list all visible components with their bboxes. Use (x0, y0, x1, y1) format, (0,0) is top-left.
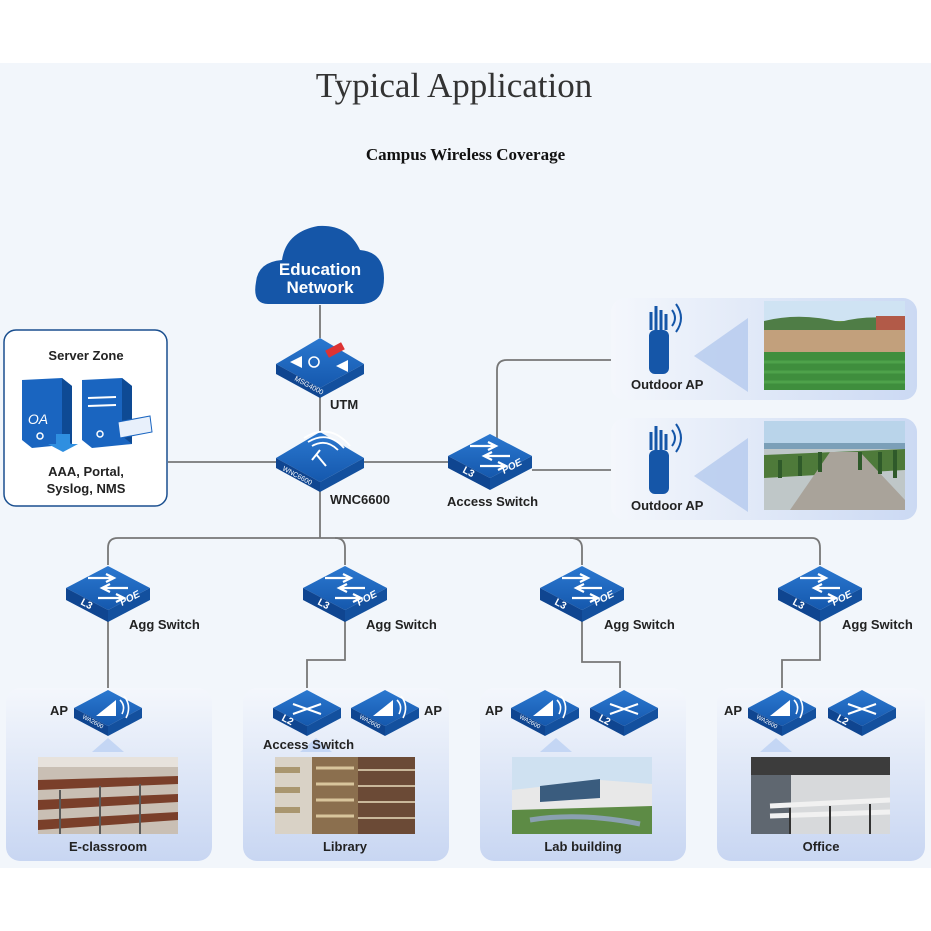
lab-l2-text: L2 (597, 713, 613, 728)
outdoor-ap-label-1: Outdoor AP (631, 377, 704, 392)
office-photo (751, 757, 891, 834)
agg-switch-device-1: L3 POE (64, 564, 152, 624)
utm-device: MSG4000 (276, 338, 364, 398)
agg-switch-3-l3-text: L3 (553, 597, 569, 612)
wnc-controller-device: WNC6600 (276, 430, 364, 492)
site-name-lab: Lab building (544, 839, 622, 854)
library-l2-text: L2 (280, 713, 296, 728)
agg-switch-device-2: L3 POE (301, 564, 389, 624)
lab-l2-switch-device: L2 (589, 689, 659, 737)
utm-label: UTM (330, 397, 359, 412)
sports-field-photo (764, 301, 905, 390)
agg-switch-device-3: L3 POE (538, 564, 626, 624)
access-switch-label: Access Switch (447, 494, 539, 509)
server-zone-title: Server Zone (48, 348, 124, 363)
campus-promenade-photo (764, 421, 905, 510)
cloud-line2: Network (286, 278, 354, 297)
access-switch-l3-text: L3 (461, 465, 477, 480)
agg-switch-device-4: L3 POE (776, 564, 864, 624)
lab-ap-label: AP (485, 703, 504, 718)
office-l2-text: L2 (835, 713, 851, 728)
diagram-subtitle: Campus Wireless Coverage (365, 145, 566, 164)
agg-switch-1-l3-text: L3 (79, 597, 95, 612)
server-zone-line2: Syslog, NMS (46, 481, 126, 496)
classroom-photo (38, 757, 178, 834)
library-ap-label: AP (424, 703, 443, 718)
outdoor-ap-card-1 (611, 298, 917, 400)
page-title: Typical Application (315, 66, 593, 105)
cloud-line1: Education (279, 260, 361, 279)
site-name-classroom: E-classroom (68, 839, 148, 854)
agg-switch-label-4: Agg Switch (842, 617, 913, 632)
education-network-cloud: Education Network (255, 225, 384, 304)
agg-switch-label-2: Agg Switch (366, 617, 437, 632)
library-l2-switch-device: L2 (272, 689, 342, 737)
server-icon (22, 378, 153, 452)
server-zone-line1: AAA, Portal, (48, 464, 124, 479)
wnc-label: WNC6600 (330, 492, 390, 507)
library-photo (275, 757, 415, 834)
lab-building-photo (512, 757, 652, 834)
site-name-library: Library (322, 839, 368, 854)
office-l2-switch-device: L2 (827, 689, 897, 737)
outdoor-ap-icon (649, 303, 682, 374)
library-access-switch-label: Access Switch (263, 737, 355, 752)
agg-switch-label-1: Agg Switch (129, 617, 200, 632)
outdoor-ap-icon (649, 423, 682, 494)
agg-switch-2-l3-text: L3 (316, 597, 332, 612)
outdoor-ap-card-2 (611, 418, 917, 520)
site-name-office: Office (802, 839, 840, 854)
classroom-ap-label: AP (50, 703, 69, 718)
server-zone-box: OA (3, 329, 168, 507)
agg-switch-4-l3-text: L3 (791, 597, 807, 612)
agg-switch-label-3: Agg Switch (604, 617, 675, 632)
outdoor-ap-label-2: Outdoor AP (631, 498, 704, 513)
access-switch-device: L3 POE (446, 432, 534, 492)
server-oa-text: OA (28, 411, 48, 427)
office-ap-label: AP (724, 703, 743, 718)
